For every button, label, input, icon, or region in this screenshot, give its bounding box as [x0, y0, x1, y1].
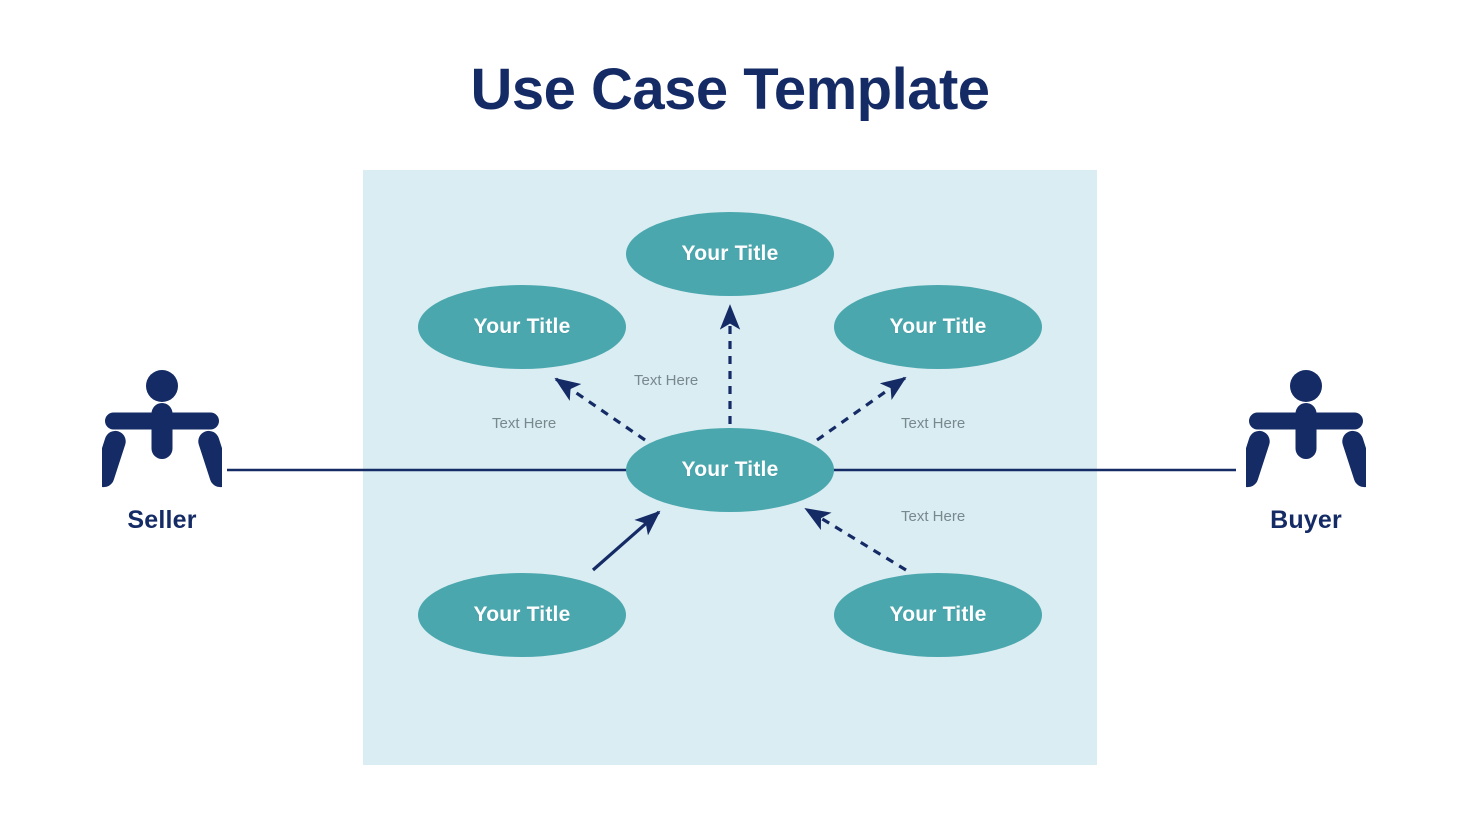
actor-seller[interactable]: Seller [62, 368, 262, 535]
use-case-ellipse-lower-left[interactable]: Your Title [418, 573, 626, 657]
use-case-label: Your Title [681, 458, 779, 481]
person-actor-icon [102, 370, 222, 488]
actor-label: Seller [127, 506, 197, 534]
use-case-ellipse-lower-right[interactable]: Your Title [834, 573, 1042, 657]
use-case-ellipse-center[interactable]: Your Title [626, 428, 834, 512]
use-case-ellipse-upper-left[interactable]: Your Title [418, 285, 626, 369]
use-case-ellipse-upper-right[interactable]: Your Title [834, 285, 1042, 369]
use-case-label: Your Title [889, 315, 987, 338]
use-case-ellipse-top[interactable]: Your Title [626, 212, 834, 296]
actor-buyer[interactable]: Buyer [1206, 368, 1406, 535]
edge-label-upper-left: Text Here [634, 372, 699, 389]
actor-label: Buyer [1270, 506, 1342, 534]
use-case-label: Your Title [473, 315, 571, 338]
person-actor-icon [1246, 370, 1366, 488]
use-case-label: Your Title [889, 603, 987, 626]
page-title: Use Case Template [470, 57, 990, 122]
edge-label-mid-right: Text Here [901, 415, 966, 432]
edge-label-lower-right: Text Here [901, 508, 966, 525]
use-case-label: Your Title [681, 242, 779, 265]
use-case-label: Your Title [473, 603, 571, 626]
edge-label-mid-left: Text Here [492, 415, 557, 432]
